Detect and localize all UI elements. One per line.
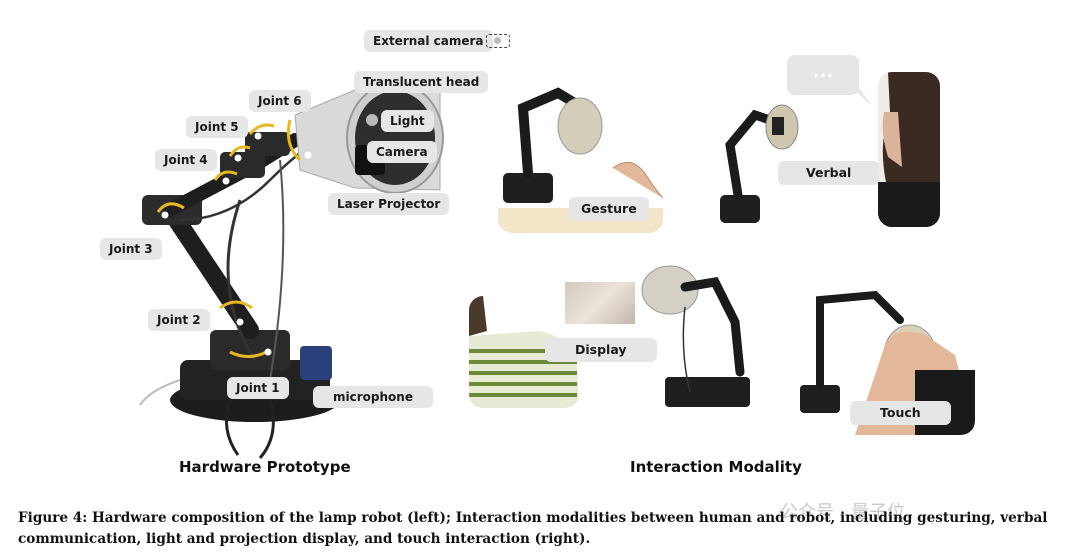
projected-image — [565, 282, 635, 324]
label-external-camera: External camera — [364, 30, 493, 52]
label-verbal: Verbal — [778, 161, 880, 185]
right-panel-title: Interaction Modality — [630, 458, 802, 476]
label-joint-1: Joint 1 — [227, 377, 289, 399]
speech-bubble: ... — [787, 55, 859, 95]
label-microphone: microphone — [313, 386, 433, 408]
figure-caption: Figure 4: Hardware composition of the la… — [18, 508, 1068, 550]
label-joint-5: Joint 5 — [186, 116, 248, 138]
label-camera: Camera — [367, 141, 437, 163]
label-touch: Touch — [850, 401, 951, 425]
label-joint-3: Joint 3 — [100, 238, 162, 260]
label-joint-4: Joint 4 — [155, 149, 217, 171]
label-light: Light — [381, 110, 434, 132]
photo-display-robot — [641, 265, 750, 407]
photo-verbal-person — [878, 72, 940, 227]
hardware-prototype-illustration — [139, 82, 444, 459]
label-display: Display — [545, 338, 657, 362]
label-joint-6: Joint 6 — [249, 90, 311, 112]
speech-bubble-text: ... — [812, 61, 834, 82]
label-gesture: Gesture — [569, 197, 649, 221]
speech-bubble-tail — [850, 86, 872, 106]
label-external-camera-text: External camera — [373, 34, 484, 48]
label-joint-2: Joint 2 — [148, 309, 210, 331]
label-laser-projector: Laser Projector — [328, 193, 450, 215]
external-camera-icon — [486, 34, 510, 48]
label-translucent-head: Translucent head — [354, 71, 489, 93]
photo-verbal-robot — [720, 104, 799, 223]
verbal-person-image — [878, 72, 940, 227]
caption-label: Figure 4: — [18, 510, 88, 526]
left-panel-title: Hardware Prototype — [179, 458, 351, 476]
watermark: 公众号 · 量子位 — [780, 502, 906, 523]
caption-text: Hardware composition of the lamp robot (… — [18, 510, 1048, 547]
